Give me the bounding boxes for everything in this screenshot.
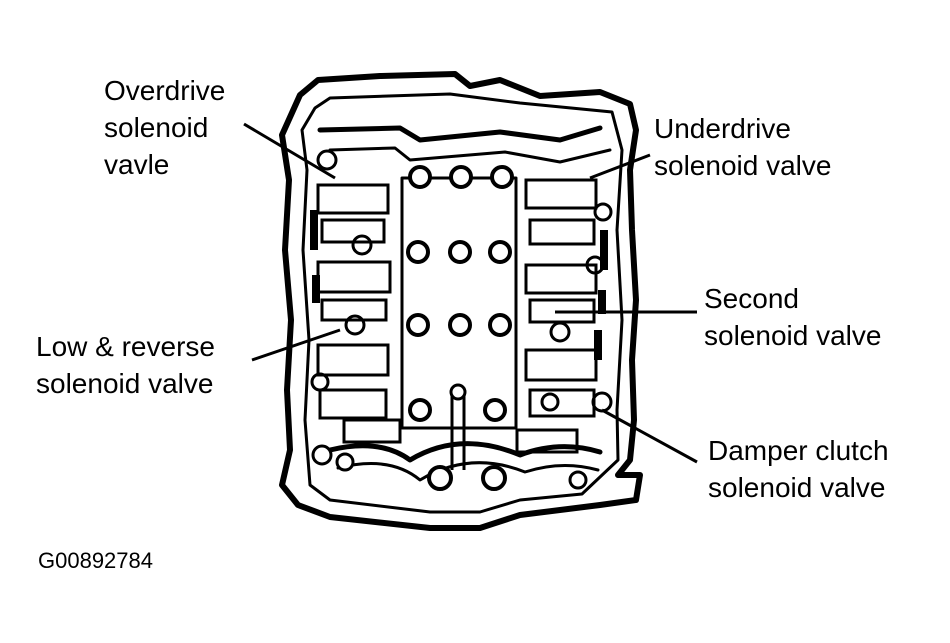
port [488,313,512,337]
figure-id: G00892784 [38,548,153,573]
port [490,165,514,189]
label-line: solenoid [104,112,209,143]
label-damper-clutch-solenoid: Damper clutch solenoid valve [708,432,889,506]
gasket-inner [300,92,624,514]
label-second-solenoid: Second solenoid valve [704,280,881,354]
port [427,465,453,491]
gasket-outline [279,71,643,531]
label-low-reverse-solenoid: Low & reverse solenoid valve [36,328,215,402]
leader-damper [601,408,698,464]
label-line: solenoid valve [654,150,832,181]
label-overdrive-solenoid: Overdrive solenoid vavle [104,72,225,183]
label-line: solenoid valve [704,320,882,351]
label-line: Underdrive [654,113,791,144]
label-line: Overdrive [104,75,226,106]
port [448,313,472,337]
port [488,240,512,264]
port [448,240,472,264]
port [408,398,432,422]
leader-overdrive [243,122,336,180]
port [449,165,473,189]
label-line: vavle [104,149,170,180]
leader-low-reverse [251,328,341,362]
port [406,313,430,337]
port [481,465,507,491]
label-underdrive-solenoid: Underdrive solenoid valve [654,110,831,184]
port [483,398,507,422]
label-line: Low & reverse [36,331,215,362]
label-line: solenoid valve [708,472,886,503]
port [408,165,432,189]
label-line: solenoid valve [36,368,214,399]
port [406,240,430,264]
label-line: Second [704,283,799,314]
label-line: Damper clutch [708,435,889,466]
leader-underdrive [589,153,651,180]
